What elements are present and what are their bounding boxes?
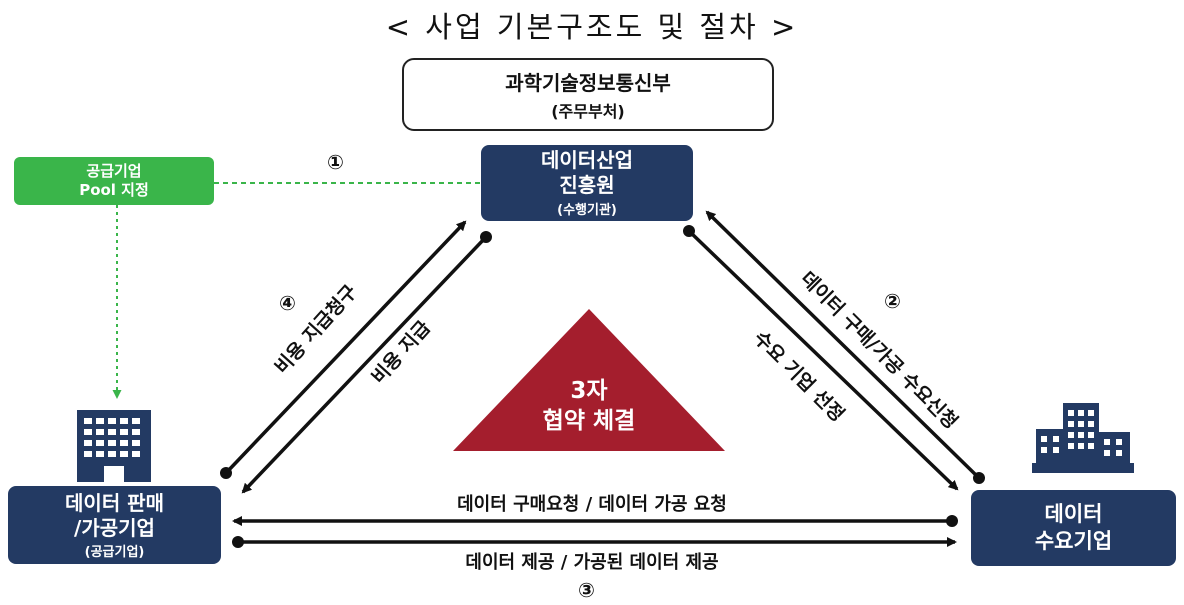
seller-box: 데이터 판매 /가공기업 (공급기업)	[8, 486, 221, 564]
cost-claim-arrow	[224, 220, 467, 475]
contract-line2: 협약 체결	[542, 408, 636, 434]
contract-triangle	[453, 309, 725, 451]
agency-line2: 진흥원	[559, 173, 615, 197]
data-provide-dot	[232, 536, 244, 548]
agency-line1: 데이터산업	[541, 148, 633, 172]
ministry-name: 과학기술정보통신부	[505, 71, 671, 95]
contract-label: 3자 협약 체결	[453, 376, 725, 436]
step-3-marker: ③	[578, 578, 595, 602]
purchase-request-label: 데이터 구매요청 / 데이터 가공 요청	[457, 494, 727, 515]
buyer-line1: 데이터	[1044, 502, 1103, 526]
seller-line1: 데이터 판매	[65, 490, 164, 515]
demand-apply-dot	[973, 472, 985, 484]
buyer-box: 데이터 수요기업	[971, 490, 1176, 566]
ministry-role: (주무부처)	[551, 102, 625, 121]
company-buildings-icon	[1032, 403, 1134, 473]
diagram-title: < 사업 기본구조도 및 절차 >	[385, 10, 799, 44]
step-4-marker: ④	[279, 291, 296, 315]
cost-pay-dot	[480, 231, 492, 243]
step-1-marker: ①	[327, 150, 344, 174]
seller-line2: /가공기업	[74, 515, 155, 540]
ministry-box: 과학기술정보통신부 (주무부처)	[402, 58, 774, 131]
demand-select-dot	[683, 225, 695, 237]
step-2-marker: ②	[884, 289, 901, 313]
seller-role: (공급기업)	[84, 544, 145, 560]
contract-line1: 3자	[570, 378, 608, 404]
pool-box: 공급기업 Pool 지정	[14, 157, 214, 205]
agency-role: (수행기관)	[557, 203, 617, 218]
demand-select-arrow	[687, 229, 959, 491]
cost-claim-dot	[220, 467, 232, 479]
buyer-line2: 수요기업	[1034, 529, 1113, 553]
demand-apply-arrow	[705, 210, 981, 480]
purchase-request-dot	[946, 515, 958, 527]
agency-box: 데이터산업 진흥원 (수행기관)	[481, 145, 693, 221]
data-provide-label: 데이터 제공 / 가공된 데이터 제공	[465, 552, 719, 573]
pool-line2: Pool 지정	[79, 181, 149, 199]
office-building-icon	[77, 410, 151, 482]
pool-line1: 공급기업	[86, 162, 142, 180]
cost-pay-arrow	[241, 235, 488, 494]
